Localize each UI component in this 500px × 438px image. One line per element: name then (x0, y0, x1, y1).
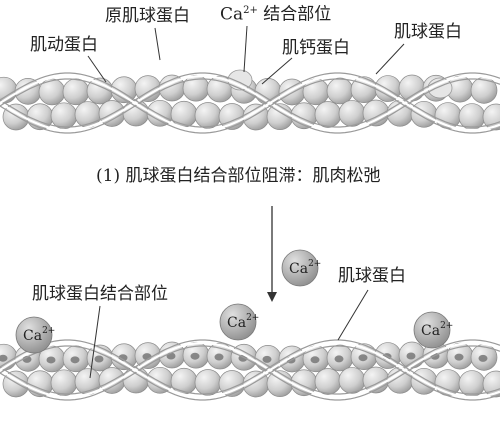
actin-bead (398, 74, 426, 102)
label-leader-line (89, 305, 101, 379)
myosin-binding-site-dot (70, 356, 80, 364)
label-leader-line (87, 55, 107, 83)
actin-bead (458, 103, 486, 130)
bottom-label-leaders (89, 289, 369, 379)
myosin-label-top: 肌球蛋白 (394, 22, 462, 42)
myosin-binding-site-dot (0, 354, 8, 362)
myosin-binding-site-dot (454, 353, 464, 361)
calcium-ions: Ca2+ Ca2+ Ca2+ Ca2+ (15, 249, 453, 354)
actin-bead (326, 77, 354, 105)
label-leader-line (375, 43, 405, 75)
calcium-ion: Ca2+ (281, 249, 321, 287)
actin-bead (386, 99, 414, 127)
actin-bead (50, 369, 78, 397)
actin-bead (314, 368, 342, 395)
top-label-leaders (87, 25, 405, 85)
calcium-symbol: Ca (220, 4, 244, 25)
troponin-label: 肌钙蛋白 (282, 38, 350, 58)
myosin-binding-site-dot (94, 355, 104, 363)
top-actin-filament (0, 69, 500, 131)
transition-arrow (267, 206, 277, 302)
actin-bead (170, 100, 198, 128)
actin-bead (362, 366, 390, 394)
binding-site-text: 结合部位 (257, 4, 332, 25)
myosin-binding-site-dot (46, 356, 56, 364)
tropomyosin-strand (0, 72, 500, 128)
actin-bead (170, 367, 198, 395)
myosin-binding-site-dot (118, 354, 128, 362)
myosin-binding-site-dot (310, 356, 320, 364)
bottom-actin-filament (0, 341, 500, 398)
myosin-binding-site-dot (406, 352, 416, 360)
myosin-binding-site-label: 肌球蛋白结合部位 (32, 284, 168, 304)
myosin-label-bottom: 肌球蛋白 (338, 266, 406, 286)
tropomyosin-label: 原肌球蛋白 (105, 6, 190, 26)
tropomyosin-strand (0, 339, 500, 395)
actin-bead (362, 99, 390, 127)
label-leader-line (261, 57, 293, 85)
label-leader-line (154, 27, 161, 61)
tropomyosin-strand (0, 345, 500, 401)
myosin-binding-site-dot (22, 355, 32, 363)
calcium-ion: Ca2+ (219, 303, 259, 341)
tropomyosin-strand (0, 74, 500, 132)
calcium-ion: Ca2+ (413, 311, 453, 349)
actin-bead (194, 102, 222, 129)
actin-bead (470, 76, 498, 104)
actin-bead (194, 369, 222, 396)
actin-label: 肌动蛋白 (30, 35, 98, 55)
actin-bead (266, 370, 294, 398)
actin-bead (50, 102, 78, 130)
myosin-binding-site-dot (334, 355, 344, 363)
label-leader-line (337, 289, 369, 341)
calcium-charge: 2+ (243, 5, 258, 16)
bottom-tropomyosin-strands (0, 339, 500, 401)
myosin-binding-site-dot (262, 355, 272, 363)
myosin-binding-site-dot (214, 353, 224, 361)
tropomyosin-strand (0, 74, 500, 132)
tropomyosin-strand (0, 339, 500, 395)
tropomyosin-strand (0, 341, 500, 399)
label-leader-line (243, 25, 248, 73)
actin-bead (386, 366, 414, 394)
myosin-binding-site-dot (478, 354, 488, 362)
calcium-ion: Ca2+ (15, 316, 55, 354)
actin-bead (266, 103, 294, 131)
tropomyosin-strand (0, 78, 500, 134)
tropomyosin-strand (0, 72, 500, 128)
tropomyosin-strand (0, 345, 500, 401)
calcium-binding-site-label: Ca2+ 结合部位 (220, 6, 331, 24)
top-tropomyosin-strands (0, 72, 500, 134)
tropomyosin-strand (0, 78, 500, 134)
myosin-binding-site-dot (190, 352, 200, 360)
state-caption: (1) 肌球蛋白结合部位阻滞：肌肉松弛 (96, 166, 381, 186)
actin-bead (314, 101, 342, 128)
actin-bead (0, 76, 18, 104)
actin-bead (62, 78, 90, 106)
myosin-binding-site-dot (358, 354, 368, 362)
actin-bead (458, 370, 486, 397)
tropomyosin-strand (0, 341, 500, 399)
